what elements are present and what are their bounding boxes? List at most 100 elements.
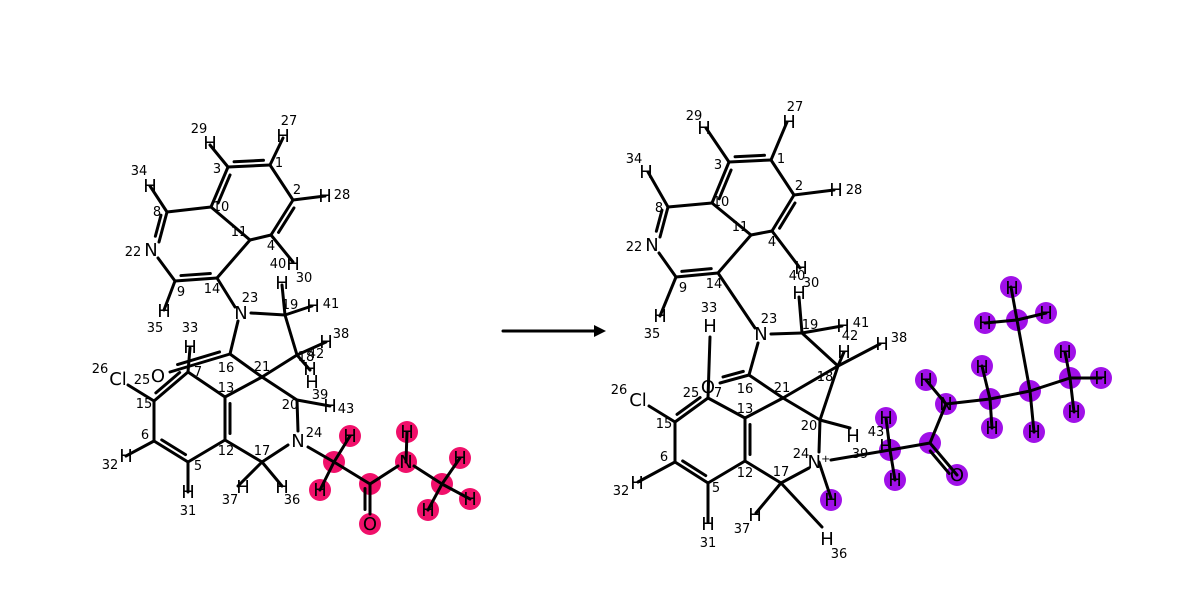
bond [126,383,156,403]
atom-number: 38 [333,327,350,342]
carbon-number: 6 [660,450,668,465]
atom-number: 30 [296,271,313,286]
bond [817,418,822,454]
bond [657,251,678,279]
hydrogen-bond [332,434,352,464]
atom-symbol: H [837,342,851,363]
double-bond [152,370,190,403]
bond [228,319,240,356]
bond [666,201,714,209]
hydrogen-bond [792,188,836,197]
atom-symbol: O [950,465,964,486]
bond-layer [124,120,1103,529]
hydrogen-bond [148,184,169,214]
bond [743,459,783,485]
carbon-number: 10 [713,195,730,210]
bond [260,353,299,379]
hydrogen-bond [208,143,230,169]
double-bond-inner [717,168,733,201]
atom-symbol: H [421,500,435,521]
highlight-marker [820,489,842,511]
atom-symbol: H [318,186,332,207]
atom-number: 35 [644,327,661,342]
carbon-number: 20 [282,398,299,413]
carbon-number: 9 [679,281,687,296]
carbon-number: 11 [732,220,749,235]
double-bond-inner [277,206,296,234]
atom-symbol: H [203,133,217,154]
carbon-number: 21 [254,360,271,375]
carbon-number: 11 [231,225,248,240]
double-bond [152,439,190,464]
carbon-number: 8 [655,201,663,216]
atom-symbol: H [463,489,477,510]
carbon-number: 2 [795,179,803,194]
bond [797,295,804,335]
bond [215,238,252,280]
atom-number: 38 [891,331,908,346]
double-bond-inner [721,369,745,379]
atom-symbol: N [399,452,412,473]
bond [781,396,822,422]
double-bond-inner [153,213,163,238]
atom-symbol: H [975,357,989,378]
bond [716,271,757,330]
double-bond [718,373,751,385]
hydrogen-bond [318,460,336,492]
bond [156,256,177,283]
double-bond [673,460,710,485]
atom-symbol: N [754,324,767,345]
hydrogen-bond [884,416,892,452]
bond [647,404,677,424]
atom-symbol: H [630,473,644,494]
carbon-number: 7 [714,386,722,401]
atom-symbol: N [234,303,247,324]
bond [268,163,295,202]
atom-symbol: H [343,426,357,447]
atom-symbol: H [703,316,717,337]
carbon-number: 4 [768,235,776,250]
atom-symbol: N [939,394,952,415]
atom-symbol: H [820,529,834,550]
atom-symbol: H [1058,342,1072,363]
carbon-number: 10 [213,200,230,215]
atom-number: 31 [180,504,197,519]
bond [749,229,774,237]
arrow-head-icon [594,325,606,337]
atom-symbol: H [782,112,796,133]
carbon-number: 17 [773,465,790,480]
atom-symbol: H [846,426,860,447]
atom-symbol: H [183,337,197,358]
double-bond [157,210,169,244]
atom-symbol: H [306,296,320,317]
hydrogen-bond [280,283,287,317]
atom-symbol: H [985,418,999,439]
bond [706,335,712,400]
carbon-number: 19 [802,318,819,333]
bond [800,331,840,368]
bond [988,389,1032,401]
carbon-number: 14 [706,277,723,292]
bond [306,445,336,464]
bond [706,459,747,485]
atom-symbol: H [919,370,933,391]
atom-symbol: O [701,377,715,398]
atom-number: 32 [613,484,630,499]
atom-symbol: H [143,176,157,197]
carbon-number: 13 [737,402,754,417]
atom-symbol: H [748,505,762,526]
hydrogen-bond [295,398,332,408]
atom-number: 37 [222,493,239,508]
bond [295,398,300,433]
double-bond [658,205,670,239]
carbon-number: 5 [194,459,202,474]
atom-number: 37 [734,522,751,537]
atom-symbol: H [1027,422,1041,443]
bond [249,311,287,317]
carbon-number: 8 [153,205,161,220]
atom-symbol: H [639,162,653,183]
carbon-number: 14 [204,282,221,297]
atom-number: 29 [686,109,703,124]
hydrogen-bond [269,233,295,264]
